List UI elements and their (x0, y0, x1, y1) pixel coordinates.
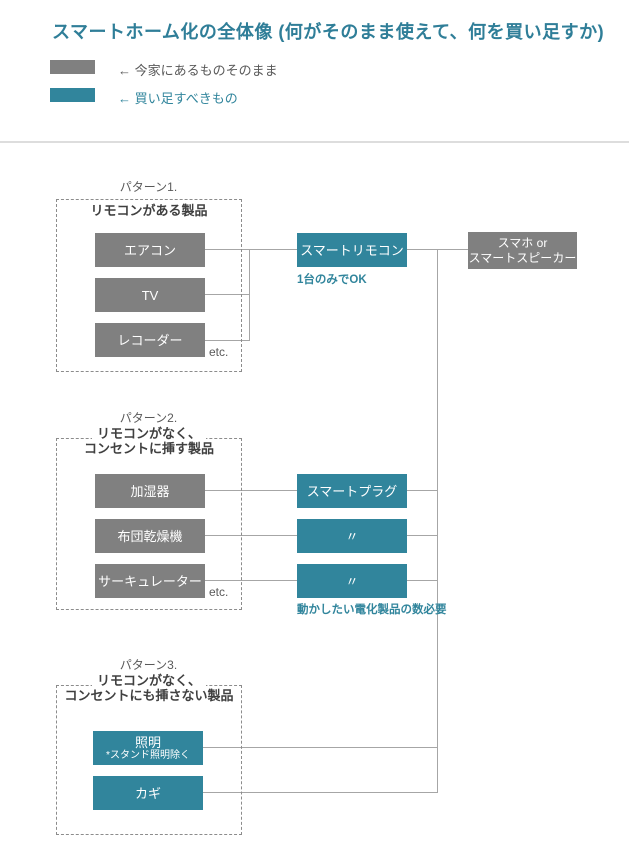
connector-line (204, 535, 297, 536)
connector-line (249, 249, 250, 341)
item-lighting-sublabel: *スタンド照明除く (106, 749, 190, 761)
pattern2-etc: etc. (209, 585, 229, 599)
pattern1-group-box (56, 199, 242, 372)
connector-line (204, 580, 297, 581)
connector-line (204, 340, 250, 341)
item-lighting: 照明 *スタンド照明除く (93, 731, 203, 765)
connector-trunk (437, 249, 438, 793)
device-smart-remote-label: スマートリモコン (300, 242, 404, 258)
connector-line (204, 490, 297, 491)
pattern1-heading: リモコンがある製品 (56, 203, 242, 218)
header-divider (0, 141, 629, 143)
item-lock: カギ (93, 776, 203, 810)
pattern3-heading: リモコンがなく、 コンセントにも挿さない製品 (56, 673, 242, 703)
pattern2-heading: リモコンがなく、 コンセントに挿す製品 (56, 426, 242, 456)
device-smart-plug: スマートプラグ (297, 474, 407, 508)
connector-line (407, 580, 437, 581)
item-aircon-label: エアコン (123, 242, 176, 258)
item-circulator-label: サーキュレーター (98, 573, 202, 589)
pattern3-heading-line2: コンセントにも挿さない製品 (59, 688, 239, 703)
hub-line1: スマホ or (497, 235, 548, 250)
hub-line2: スマートスピーカー (468, 250, 577, 265)
legend-swatch-buy (50, 88, 95, 102)
item-futon-dryer: 布団乾燥機 (95, 519, 205, 553)
pattern3-heading-line1: リモコンがなく、 (91, 673, 206, 688)
item-futon-dryer-label: 布団乾燥機 (117, 528, 183, 544)
connector-line (407, 535, 437, 536)
pattern2-note: 動かしたい電化製品の数必要 (297, 604, 447, 616)
item-lighting-label: 照明 (134, 734, 161, 750)
ditto-mark: 〃 (345, 573, 359, 589)
hub-smartphone-speaker: スマホ or スマートスピーカー (468, 232, 577, 269)
legend-swatch-existing (50, 60, 95, 74)
legend-label-buy: ← 買い足すべきもの (118, 91, 238, 106)
pattern1-label: パターン1. (119, 180, 178, 194)
pattern1-heading-line1: リモコンがある製品 (85, 203, 213, 218)
item-lock-label: カギ (134, 785, 161, 801)
item-recorder-label: レコーダー (117, 332, 183, 348)
device-smart-plug-ditto-2: 〃 (297, 564, 407, 598)
pattern2-heading-line1: リモコンがなく、 (91, 426, 206, 441)
pattern2-label: パターン2. (119, 411, 178, 425)
device-smart-remote: スマートリモコン (297, 233, 407, 267)
item-circulator: サーキュレーター (95, 564, 205, 598)
item-recorder: レコーダー (95, 323, 205, 357)
connector-line (203, 747, 437, 748)
item-tv: TV (95, 278, 205, 312)
connector-line (204, 249, 297, 250)
pattern1-etc: etc. (209, 345, 229, 359)
legend-label-existing: ← 今家にあるものそのまま (118, 63, 278, 78)
pattern3-label: パターン3. (119, 658, 178, 672)
item-tv-label: TV (141, 287, 159, 303)
item-humidifier-label: 加湿器 (130, 483, 170, 499)
pattern1-note: 1台のみでOK (297, 274, 367, 286)
item-humidifier: 加湿器 (95, 474, 205, 508)
pattern2-heading-line2: コンセントに挿す製品 (78, 441, 219, 456)
ditto-mark: 〃 (345, 528, 359, 544)
connector-line (203, 792, 437, 793)
item-aircon: エアコン (95, 233, 205, 267)
page-title: スマートホーム化の全体像 (何がそのまま使えて、何を買い足すか) (52, 22, 605, 42)
device-smart-plug-ditto-1: 〃 (297, 519, 407, 553)
connector-line (204, 294, 250, 295)
device-smart-plug-label: スマートプラグ (306, 483, 398, 499)
connector-line (407, 490, 437, 491)
